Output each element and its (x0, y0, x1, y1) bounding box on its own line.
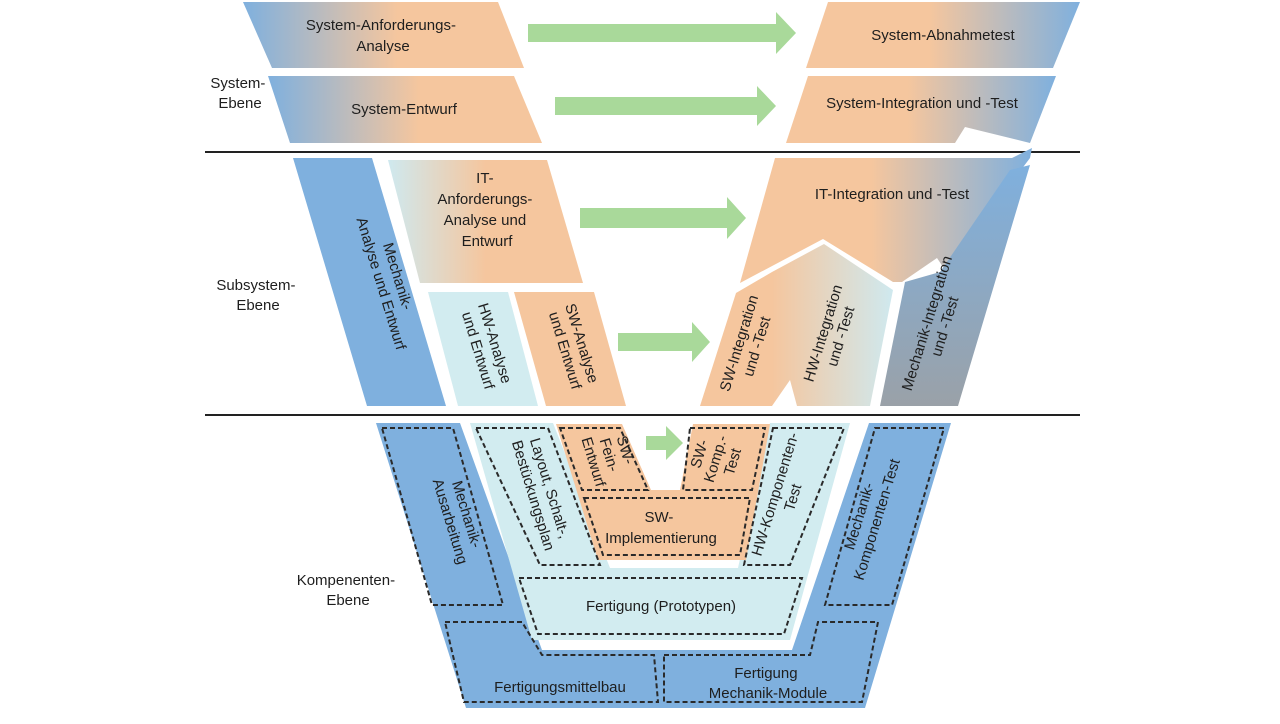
sw-integration-test-box (700, 272, 772, 406)
system-acceptance-test-box (806, 2, 1080, 68)
sw-implementation-label: SW- Implementierung (605, 509, 717, 547)
it-integration-test-label: IT-Integration und -Test (815, 186, 970, 203)
layout-plan-outline (474, 427, 602, 566)
hw-integration-test-box (772, 244, 893, 406)
tooling-label: Fertigungsmittelbau (494, 679, 626, 696)
level-label-component: Kompenenten- Ebene (297, 572, 400, 609)
arrow-sw-fine-design (646, 426, 683, 460)
electronics-component-band (470, 423, 850, 640)
system-integration-test-box (786, 76, 1056, 143)
prototype-outline (517, 577, 804, 635)
software-component-band (556, 424, 770, 560)
mechanics-work-outline (380, 427, 505, 606)
system-requirements-analysis-label: System-Anforderungs- Analyse (306, 17, 460, 55)
sw-implementation-outline (582, 497, 752, 556)
mechanics-integration-test-box (880, 165, 1030, 406)
arrow-it-requirements (580, 197, 746, 239)
prototype-label: Fertigung (Prototypen) (586, 598, 736, 615)
system-requirements-analysis-box (243, 2, 524, 68)
tooling-outline (443, 621, 660, 703)
sw-fine-design-outline (558, 427, 650, 491)
sw-analysis-design-box (514, 292, 626, 406)
it-requirements-analysis-box (388, 160, 583, 283)
mechanics-analysis-design-box (293, 158, 446, 406)
sw-comp-test-outline (681, 427, 767, 491)
hw-analysis-design-box (428, 292, 538, 406)
system-design-box (268, 76, 542, 143)
hw-component-test-outline (742, 427, 846, 566)
mechanics-modules-label: Fertigung Mechanik-Module (709, 665, 827, 702)
level-label-subsystem: Subsystem- Ebene (216, 277, 299, 314)
arrow-system-requirements (528, 12, 796, 54)
system-integration-test-label: System-Integration und -Test (826, 95, 1019, 112)
arrow-system-design (555, 86, 776, 126)
level-label-system: System- Ebene (210, 75, 269, 112)
system-acceptance-test-label: System-Abnahmetest (871, 27, 1015, 44)
mechanics-modules-outline (663, 621, 880, 703)
it-requirements-analysis-label: IT- Anforderungs- Analyse und Entwurf (437, 170, 536, 250)
system-design-label: System-Entwurf (351, 101, 458, 118)
mechanics-component-outer-band (376, 423, 951, 708)
arrow-sw-hw-design (618, 322, 710, 362)
